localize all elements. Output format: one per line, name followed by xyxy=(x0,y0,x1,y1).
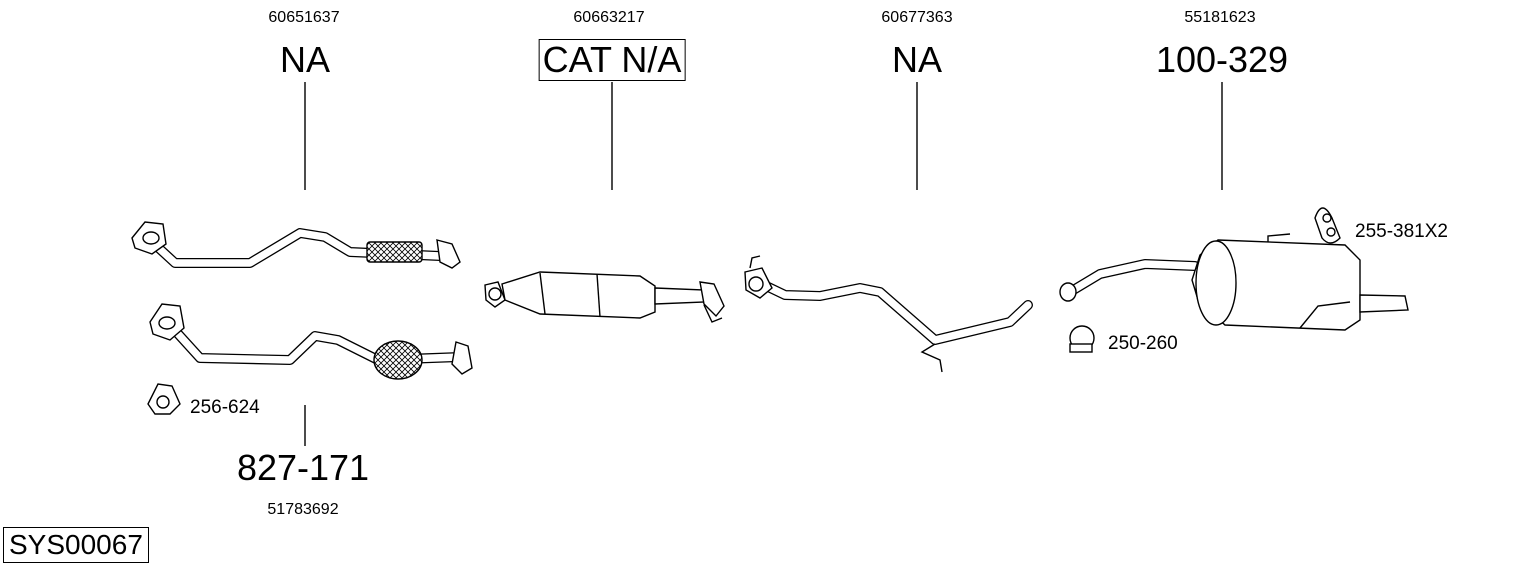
ref-label-cat: CAT N/A xyxy=(538,39,686,81)
system-code: SYS00067 xyxy=(3,527,149,563)
gasket-icon xyxy=(147,383,181,415)
front-pipe-part xyxy=(131,221,461,269)
part-number-60677363: 60677363 xyxy=(881,9,953,26)
part-number-60651637: 60651637 xyxy=(268,9,340,26)
rear-silencer-part xyxy=(1059,233,1409,331)
part-number-60663217: 60663217 xyxy=(573,9,645,26)
ref-label-na-2: NA xyxy=(891,39,943,80)
ref-label-100-329: 100-329 xyxy=(1155,39,1289,80)
clamp-icon xyxy=(1069,325,1095,353)
part-number-55181623: 55181623 xyxy=(1184,9,1256,26)
accessory-label-250-260: 250-260 xyxy=(1108,333,1178,354)
ref-label-827-171: 827-171 xyxy=(236,447,370,488)
accessory-label-255-381x2: 255-381X2 xyxy=(1355,221,1448,242)
accessory-label-256-624: 256-624 xyxy=(190,397,260,418)
catalytic-converter-part xyxy=(484,271,725,323)
front-pipe-alt-part xyxy=(149,303,473,380)
intermediate-pipe-part xyxy=(744,255,1033,373)
rubber-hanger-icon xyxy=(1314,207,1341,244)
part-number-51783692: 51783692 xyxy=(267,501,339,518)
ref-label-na-1: NA xyxy=(279,39,331,80)
